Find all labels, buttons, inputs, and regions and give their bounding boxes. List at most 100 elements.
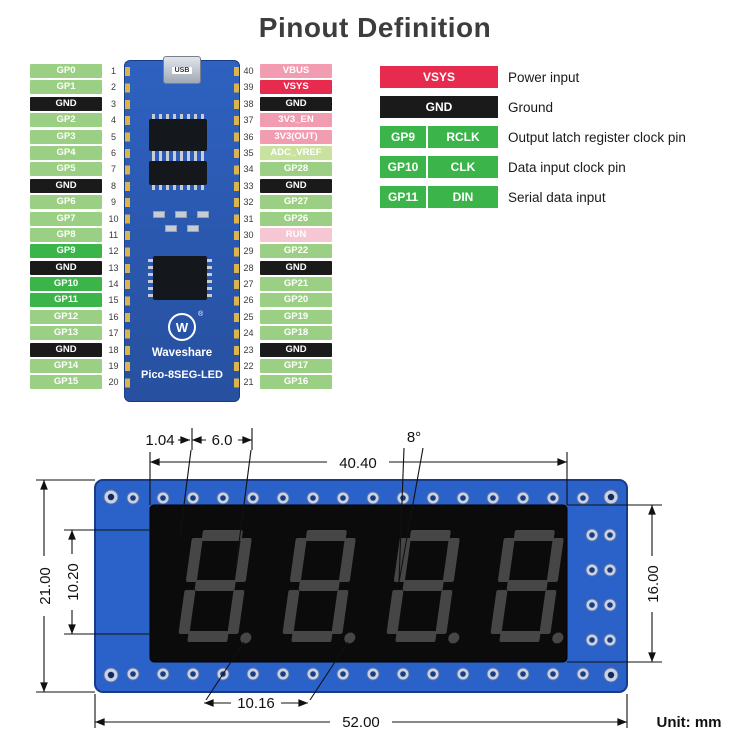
pin-row: GND 3 (30, 96, 122, 111)
legend-chip: VSYS (380, 66, 498, 88)
legend-row: VSYS Power input (380, 66, 686, 88)
legend-pin-name: GP9 (380, 126, 426, 148)
pin-row: 27 GP21 (240, 277, 332, 292)
legend-chip: GP11 DIN (380, 186, 498, 208)
pin-label: GP21 (260, 277, 332, 292)
pin-number: 23 (243, 344, 254, 355)
legend-pin-function: DIN (428, 186, 498, 208)
pin-number: 40 (243, 66, 254, 76)
legend-pin-function: RCLK (428, 126, 498, 148)
pin-number: 28 (243, 262, 254, 273)
dim-display-width: 40.40 (149, 452, 568, 505)
dim-label-digit-height: 10.20 (65, 563, 82, 601)
pin-number: 34 (243, 164, 254, 175)
legend-row: GP11 DIN Serial data input (380, 186, 686, 208)
pin-row: 24 GP18 (240, 326, 332, 341)
pin-number: 19 (108, 361, 119, 372)
castellated-edge-right (234, 67, 239, 395)
pin-label: 3V3(OUT) (260, 129, 332, 144)
pin-number: 10 (108, 213, 119, 224)
pico-board: USB W ® Waveshare Pico-8SEG-LED (124, 56, 240, 402)
pin-row: 23 GND (240, 342, 332, 357)
ic-chip (148, 256, 212, 300)
pin-number: 21 (243, 377, 254, 388)
pin-label: GP26 (260, 211, 332, 226)
pin-label: GP19 (260, 309, 332, 324)
pin-number: 32 (243, 197, 254, 208)
legend-chip: GP9 RCLK (380, 126, 498, 148)
pin-number: 36 (243, 131, 254, 142)
pin-label: GP15 (30, 375, 102, 390)
legend-description: Data input clock pin (508, 159, 626, 175)
pin-row: 25 GP19 (240, 309, 332, 324)
legend-description: Output latch register clock pin (508, 129, 686, 145)
pin-row: GND 13 (30, 260, 122, 275)
legend-chip: GND (380, 96, 498, 118)
pin-row: 32 GP27 (240, 195, 332, 210)
dim-digit-pitch: 10.16 (204, 641, 349, 712)
pin-number: 8 (110, 180, 116, 191)
pin-number: 15 (108, 295, 119, 306)
pin-legend: VSYS Power input GND Ground GP9 RCLK Out… (380, 66, 686, 208)
pin-label: GP1 (30, 80, 102, 95)
pin-number: 24 (243, 328, 254, 339)
pin-label: GP10 (30, 277, 102, 292)
pin-row: 40 VBUS (240, 64, 332, 78)
dim-label-board-height: 21.00 (37, 567, 54, 605)
pin-row: 33 GND (240, 178, 332, 193)
pin-label: GP8 (30, 227, 102, 242)
pin-number: 17 (108, 328, 119, 339)
pin-number: 26 (243, 295, 254, 306)
pin-number: 31 (243, 213, 254, 224)
pin-number: 6 (110, 147, 116, 158)
pin-number: 22 (243, 361, 254, 372)
pin-label: RUN (260, 227, 332, 242)
pin-number: 29 (243, 246, 254, 257)
dim-label-digit-pitch: 10.16 (237, 695, 275, 712)
dim-digit-height: 10.20 (62, 529, 152, 635)
dim-label-digit-width: 6.0 (212, 432, 233, 449)
dimension-drawing: 40.40 1.04 6.0 8° 21.00 10.20 (34, 428, 722, 731)
pin-number: 1 (110, 66, 116, 76)
pin-number: 38 (243, 98, 254, 109)
passive-component (165, 225, 177, 232)
pin-number: 30 (243, 229, 254, 240)
pin-label: GP9 (30, 244, 102, 259)
pin-label: GP6 (30, 195, 102, 210)
pin-number: 18 (108, 344, 119, 355)
pin-label: 3V3_EN (260, 113, 332, 128)
pin-row: 26 GP20 (240, 293, 332, 308)
pin-number: 9 (110, 197, 116, 208)
pin-label: GND (260, 96, 332, 111)
pin-row: GP15 20 (30, 375, 122, 390)
pin-number: 35 (243, 147, 254, 158)
pin-row: GP2 4 (30, 113, 122, 128)
pin-label: GND (30, 342, 102, 357)
dim-board-width: 52.00 (94, 694, 628, 731)
pin-label: GP0 (30, 64, 102, 78)
pin-number: 7 (110, 164, 116, 175)
pin-label: GND (260, 342, 332, 357)
legend-row: GND Ground (380, 96, 686, 118)
pin-label: GP28 (260, 162, 332, 177)
legend-description: Ground (508, 99, 554, 115)
pin-number: 3 (110, 98, 116, 109)
pin-row: GP12 16 (30, 309, 122, 324)
legend-pin-name: GP10 (380, 156, 426, 178)
pin-number: 27 (243, 279, 254, 290)
dim-board-height: 21.00 (34, 479, 95, 693)
pin-row: 37 3V3_EN (240, 113, 332, 128)
pin-row: 34 GP28 (240, 162, 332, 177)
legend-pin-function: CLK (428, 156, 498, 178)
legend-description: Serial data input (508, 189, 606, 205)
waveshare-logo-icon: W (168, 313, 196, 341)
dim-display-height: 16.00 (567, 504, 662, 663)
dim-slant-angle: 8° (398, 429, 424, 583)
pin-label: ADC_VREF (260, 145, 332, 160)
pin-row: 28 GND (240, 260, 332, 275)
ic-chip (149, 156, 207, 190)
pin-row: GP9 12 (30, 244, 122, 259)
legend-pin-name: GND (380, 96, 498, 118)
pin-label: GND (30, 96, 102, 111)
legend-row: GP9 RCLK Output latch register clock pin (380, 126, 686, 148)
